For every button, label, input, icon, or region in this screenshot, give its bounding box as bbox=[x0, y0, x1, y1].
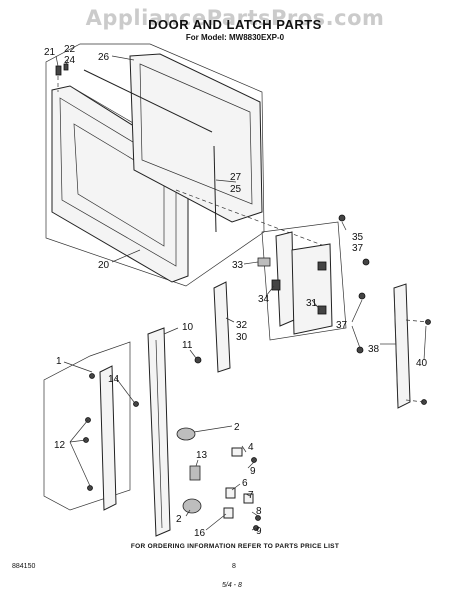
hinge-bracket bbox=[99, 365, 117, 511]
callout-9-lower: 9 bbox=[256, 526, 262, 537]
callout-11: 11 bbox=[182, 340, 193, 351]
screw-14 bbox=[133, 401, 139, 407]
callout-35: 35 bbox=[352, 232, 364, 243]
callout-2-upper: 2 bbox=[234, 422, 240, 433]
switch-13 bbox=[189, 465, 201, 481]
callout-38: 38 bbox=[368, 344, 380, 355]
callout-4: 4 bbox=[248, 442, 254, 453]
hinge-group-outline bbox=[43, 341, 131, 511]
callout-16: 16 bbox=[194, 528, 206, 539]
callout-13: 13 bbox=[196, 450, 208, 461]
latch-plate-outline bbox=[261, 221, 347, 341]
leader-lines bbox=[55, 55, 427, 531]
screw-21 bbox=[55, 65, 62, 76]
screw-35 bbox=[338, 214, 346, 222]
switch-6 bbox=[225, 487, 236, 499]
callout-22: 22 bbox=[64, 44, 76, 55]
callout-37-bottom: 37 bbox=[336, 320, 348, 331]
callout-12: 12 bbox=[54, 440, 66, 451]
callout-2-lower: 2 bbox=[176, 514, 182, 525]
model-subtitle: For Model: MW8830EXP-0 bbox=[185, 33, 285, 42]
callout-21: 21 bbox=[44, 47, 56, 58]
callout-31: 31 bbox=[306, 298, 318, 309]
latch-guide bbox=[213, 281, 231, 373]
cam-2-lower bbox=[182, 498, 202, 514]
latch-plate bbox=[275, 231, 295, 327]
handwritten-mark: 5/4 - 8 bbox=[222, 582, 242, 589]
callout-25: 25 bbox=[230, 184, 242, 195]
callout-1: 1 bbox=[56, 356, 62, 367]
callout-6: 6 bbox=[242, 478, 248, 489]
callout-20: 20 bbox=[98, 260, 110, 271]
callout-14: 14 bbox=[108, 374, 120, 385]
switch-4 bbox=[231, 447, 243, 457]
screw-11 bbox=[194, 356, 202, 364]
callout-27: 27 bbox=[230, 172, 242, 183]
cam-2-upper bbox=[176, 427, 196, 441]
door-choke-panel bbox=[129, 53, 263, 223]
callout-7: 7 bbox=[248, 490, 254, 501]
callout-40: 40 bbox=[416, 358, 428, 369]
gasket-strip-side bbox=[213, 145, 217, 233]
document-code: 884150 bbox=[12, 563, 36, 570]
ordering-note: FOR ORDERING INFORMATION REFER TO PARTS … bbox=[130, 543, 340, 550]
diagram-title: DOOR AND LATCH PARTS bbox=[148, 17, 322, 32]
hinge-bar-right bbox=[393, 283, 411, 409]
watermark: AppliancePartsPros.com bbox=[85, 6, 385, 30]
switch-7 bbox=[243, 493, 254, 504]
callout-24: 24 bbox=[64, 55, 76, 66]
latch-hook bbox=[271, 279, 281, 291]
callout-32: 32 bbox=[236, 320, 248, 331]
latch-spring bbox=[257, 257, 271, 267]
switch-16 bbox=[223, 507, 234, 519]
callout-8: 8 bbox=[256, 506, 262, 517]
callout-34: 34 bbox=[258, 294, 270, 305]
callout-30: 30 bbox=[236, 332, 248, 343]
callout-10: 10 bbox=[182, 322, 194, 333]
callout-33: 33 bbox=[232, 260, 244, 271]
callout-9-upper: 9 bbox=[250, 466, 256, 477]
gasket-strip-top bbox=[83, 69, 213, 133]
door-group-outline bbox=[45, 43, 265, 287]
page-number: 8 bbox=[232, 563, 236, 570]
callout-37-top: 37 bbox=[352, 243, 364, 254]
callout-26: 26 bbox=[98, 52, 110, 63]
